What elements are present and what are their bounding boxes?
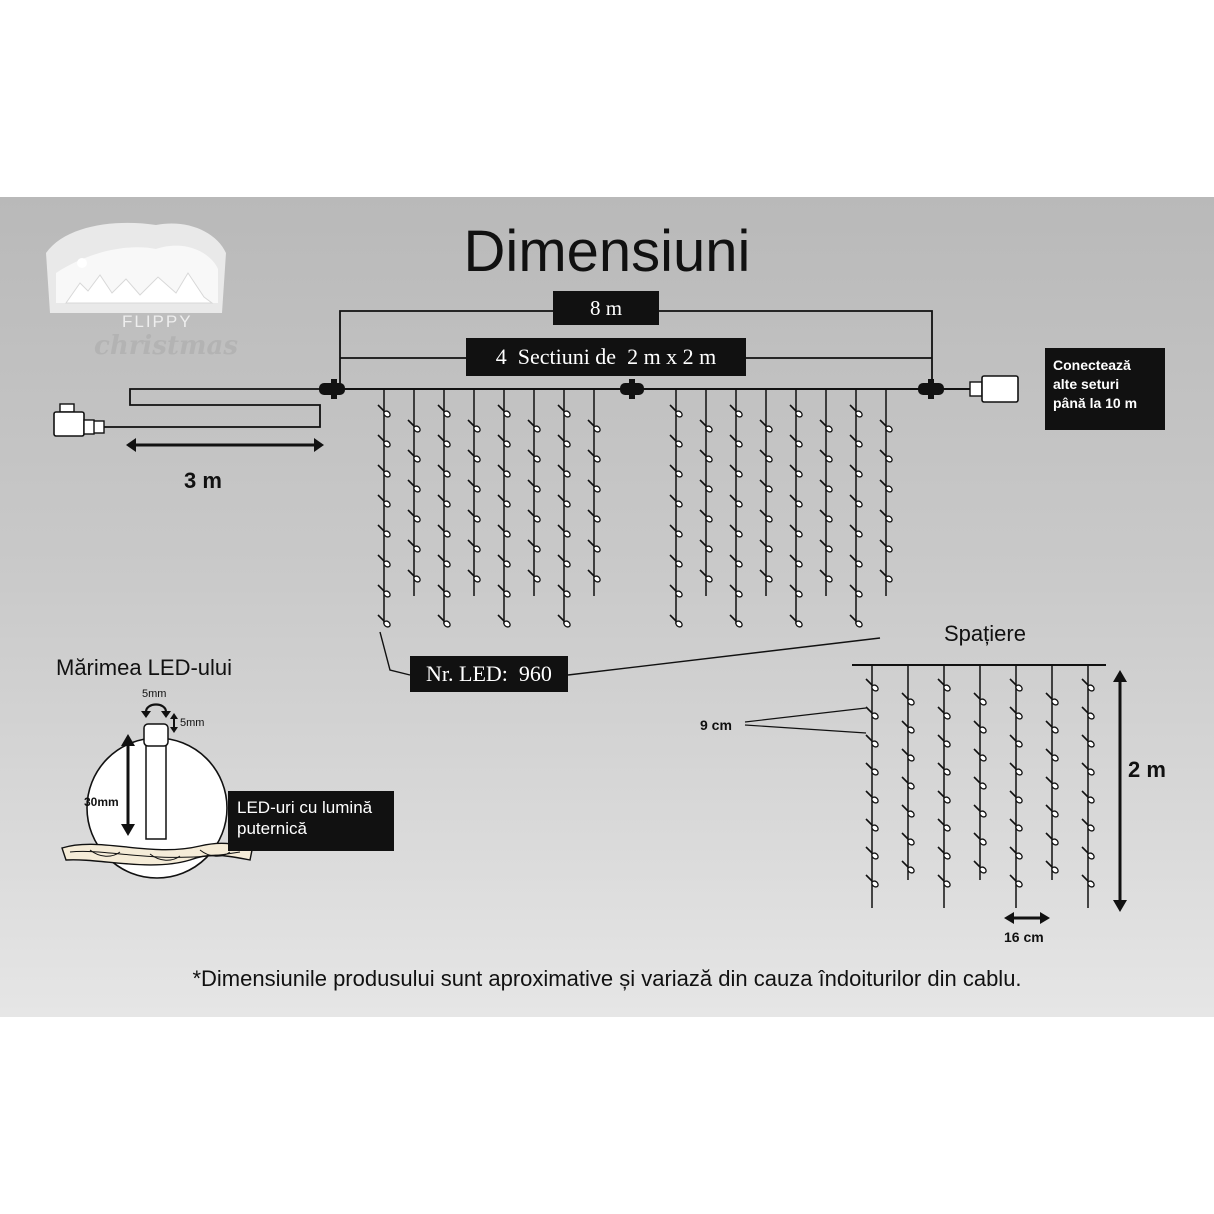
led-count-label: Nr. LED: 960: [410, 656, 568, 692]
connect-note: Conectează alte seturi până la 10 m: [1045, 348, 1165, 430]
logo-brand-top: FLIPPY: [122, 312, 193, 331]
power-plug-icon: [53, 403, 95, 437]
horizontal-spacing-label: 16 cm: [1004, 929, 1044, 945]
vertical-spacing-label: 9 cm: [700, 717, 732, 733]
sections-label: 4 Sectiuni de 2 m x 2 m: [466, 338, 746, 376]
end-connector-icon: [944, 375, 1019, 403]
page-title: Dimensiuni: [463, 219, 751, 284]
led-strands-left: [377, 389, 603, 629]
led-note-line: LED-uri cu lumină: [237, 798, 373, 817]
led-count-leader: [379, 631, 881, 676]
connector-icon: [918, 379, 944, 399]
connector-icon: [620, 379, 644, 399]
connector-icon: [319, 379, 345, 399]
led-width-label: 5mm: [142, 688, 167, 700]
logo-brand-script: christmas: [94, 331, 238, 361]
lead-cable: [89, 388, 330, 434]
led-strands-right: [669, 389, 895, 629]
brand-logo: FLIPPY christmas: [36, 213, 238, 363]
footnote: *Dimensiunile produsului sunt aproximati…: [192, 966, 1022, 991]
lead-cable-length: 3 m: [184, 468, 222, 493]
diagram-panel: [0, 197, 1214, 1017]
spacing-heading: Spațiere: [944, 621, 1026, 646]
connect-note-line: alte seturi: [1053, 376, 1120, 392]
led-length-label: 30mm: [84, 795, 119, 809]
led-note-line: puternică: [237, 819, 307, 838]
total-width-label: 8 m: [553, 291, 659, 325]
led-height-label: 5mm: [180, 717, 205, 729]
lead-length-arrow: [126, 438, 324, 452]
curtain-height-label: 2 m: [1128, 757, 1166, 782]
led-size-heading: Mărimea LED-ului: [56, 655, 233, 680]
connect-note-line: până la 10 m: [1053, 395, 1138, 411]
led-note: LED-uri cu lumină puternică: [228, 791, 394, 851]
led-size-detail: [61, 703, 253, 879]
connect-note-line: Conectează: [1053, 357, 1131, 373]
spacing-detail: [744, 664, 1127, 924]
